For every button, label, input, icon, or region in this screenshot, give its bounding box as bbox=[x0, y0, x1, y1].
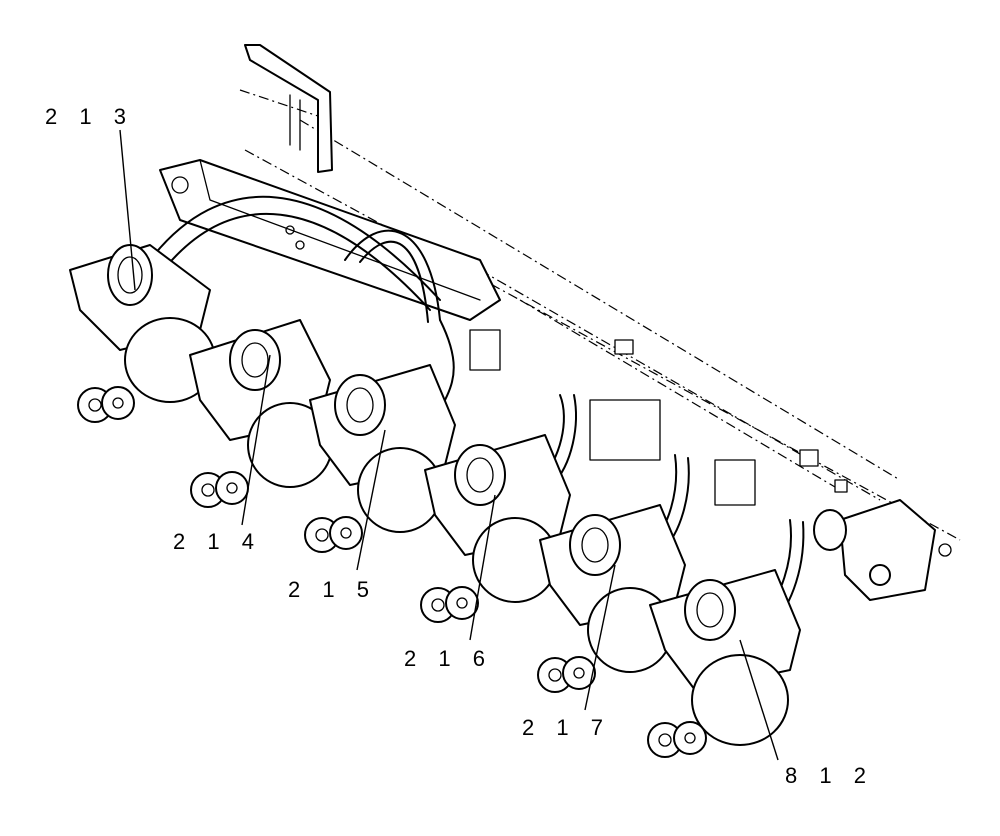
row-unit-2 bbox=[189, 319, 333, 508]
frame-body bbox=[159, 159, 501, 321]
callout-216: 2 1 6 bbox=[404, 646, 493, 671]
callout-215: 2 1 5 bbox=[288, 577, 377, 602]
frame-brackets bbox=[469, 329, 848, 506]
callout-214: 2 1 4 bbox=[173, 529, 262, 554]
gearbox bbox=[813, 499, 952, 601]
row-unit-6 bbox=[647, 569, 801, 758]
callout-213: 2 1 3 bbox=[45, 104, 134, 129]
cover-panel bbox=[244, 44, 333, 173]
row-unit-3 bbox=[304, 364, 456, 553]
row-unit-1 bbox=[69, 244, 216, 423]
callout-217: 2 1 7 bbox=[522, 715, 611, 740]
leader-lines bbox=[119, 129, 779, 761]
callout-812: 8 1 2 bbox=[785, 763, 874, 788]
